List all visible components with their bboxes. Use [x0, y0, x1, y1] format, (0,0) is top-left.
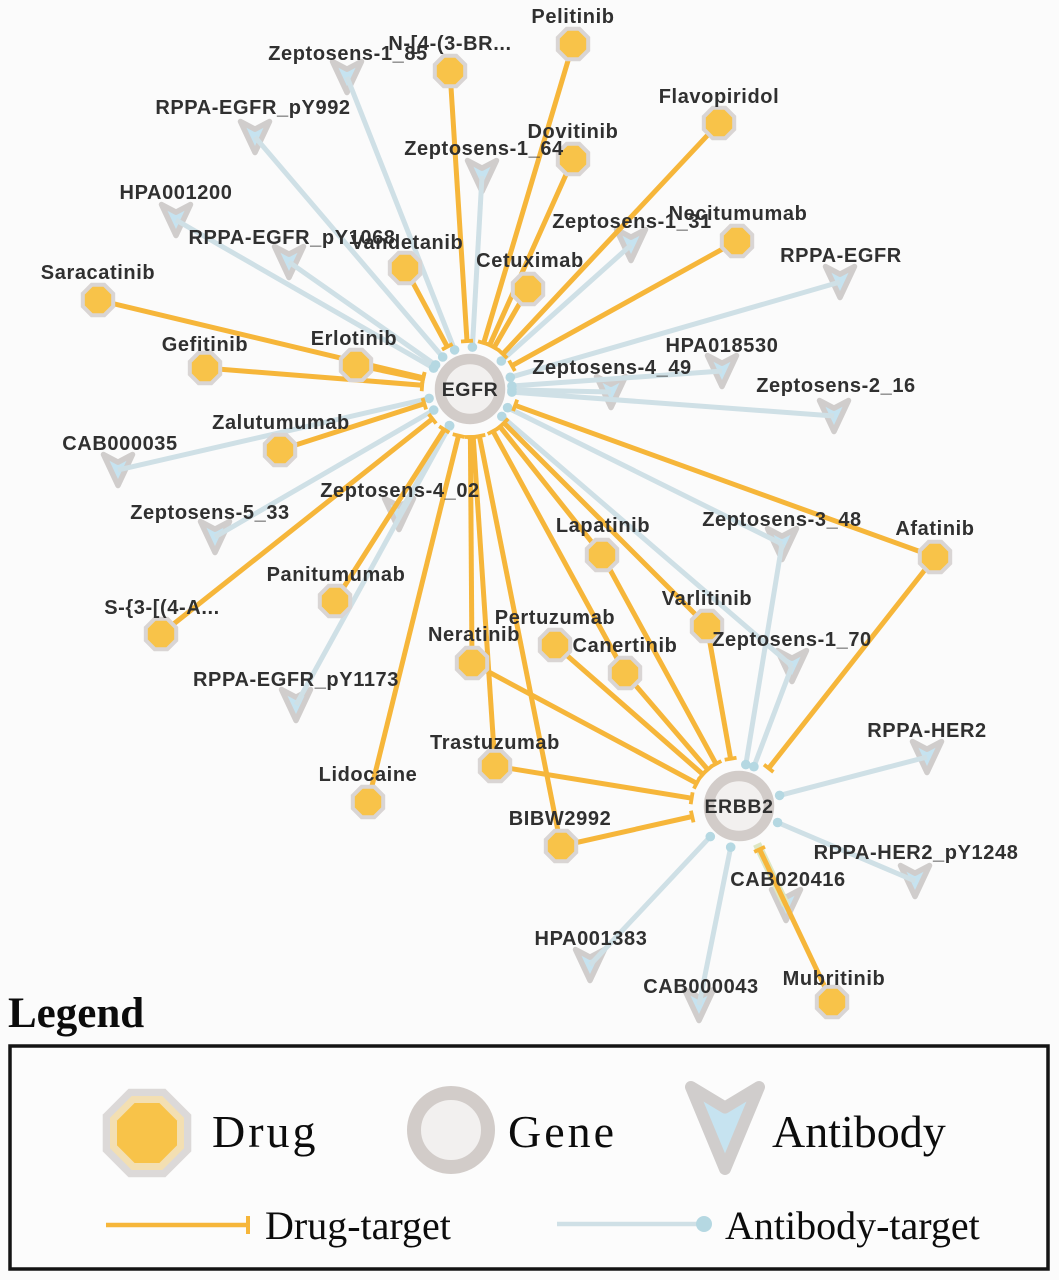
svg-text:CAB000035: CAB000035 — [62, 433, 177, 455]
svg-text:RPPA-EGFR: RPPA-EGFR — [780, 245, 902, 267]
svg-text:Mubritinib: Mubritinib — [783, 968, 886, 990]
svg-text:Saracatinib: Saracatinib — [41, 262, 155, 284]
svg-text:BIBW2992: BIBW2992 — [509, 808, 612, 830]
svg-text:Necitumumab: Necitumumab — [669, 203, 808, 225]
svg-text:Lidocaine: Lidocaine — [319, 764, 418, 786]
svg-text:Zalutumumab: Zalutumumab — [212, 412, 350, 434]
svg-text:HPA001200: HPA001200 — [120, 182, 233, 204]
svg-text:S-{3-[(4-A...: S-{3-[(4-A... — [104, 597, 220, 619]
svg-text:Neratinib: Neratinib — [428, 624, 520, 646]
svg-text:Legend: Legend — [8, 990, 144, 1037]
svg-text:Pertuzumab: Pertuzumab — [495, 607, 615, 629]
svg-text:RPPA-HER2_pY1248: RPPA-HER2_pY1248 — [814, 842, 1019, 864]
svg-text:Zeptosens-1_85: Zeptosens-1_85 — [268, 43, 428, 65]
svg-text:HPA018530: HPA018530 — [666, 335, 779, 357]
svg-text:RPPA-EGFR_pY1173: RPPA-EGFR_pY1173 — [193, 669, 399, 691]
svg-text:CAB000043: CAB000043 — [643, 976, 758, 998]
svg-text:Gene: Gene — [508, 1106, 617, 1157]
svg-text:Zeptosens-1_70: Zeptosens-1_70 — [712, 629, 872, 651]
svg-text:Zeptosens-5_33: Zeptosens-5_33 — [130, 502, 290, 524]
svg-text:Drug: Drug — [212, 1106, 319, 1157]
svg-text:Canertinib: Canertinib — [573, 635, 678, 657]
svg-text:RPPA-EGFR_pY992: RPPA-EGFR_pY992 — [155, 97, 350, 119]
svg-text:Antibody-target: Antibody-target — [725, 1203, 980, 1248]
svg-text:Zeptosens-4_02: Zeptosens-4_02 — [320, 480, 480, 502]
svg-text:Gefitinib: Gefitinib — [162, 334, 249, 356]
svg-text:Panitumumab: Panitumumab — [267, 564, 406, 586]
svg-text:Lapatinib: Lapatinib — [556, 515, 650, 537]
svg-text:Flavopiridol: Flavopiridol — [659, 86, 780, 108]
svg-text:Zeptosens-3_48: Zeptosens-3_48 — [702, 509, 862, 531]
svg-text:Varlitinib: Varlitinib — [662, 588, 752, 610]
svg-text:HPA001383: HPA001383 — [535, 928, 648, 950]
svg-text:Zeptosens-4_49: Zeptosens-4_49 — [532, 357, 692, 379]
svg-text:Pelitinib: Pelitinib — [531, 6, 614, 28]
svg-text:Dovitinib: Dovitinib — [528, 121, 619, 143]
svg-text:Cetuximab: Cetuximab — [476, 250, 584, 272]
svg-text:Antibody: Antibody — [772, 1106, 946, 1157]
svg-text:Erlotinib: Erlotinib — [311, 328, 398, 350]
svg-text:CAB020416: CAB020416 — [730, 869, 845, 891]
svg-text:Zeptosens-1_31: Zeptosens-1_31 — [552, 211, 712, 233]
svg-text:Afatinib: Afatinib — [895, 518, 974, 540]
svg-text:Drug-target: Drug-target — [265, 1203, 451, 1248]
svg-text:Trastuzumab: Trastuzumab — [430, 732, 560, 754]
svg-text:N-[4-(3-BR...: N-[4-(3-BR... — [388, 33, 511, 55]
svg-text:ERBB2: ERBB2 — [704, 796, 773, 818]
svg-text:RPPA-EGFR_pY1068: RPPA-EGFR_pY1068 — [188, 227, 395, 249]
svg-text:EGFR: EGFR — [442, 379, 499, 401]
svg-text:Zeptosens-2_16: Zeptosens-2_16 — [756, 375, 916, 397]
svg-text:Zeptosens-1_64: Zeptosens-1_64 — [404, 138, 564, 160]
svg-text:Vandetanib: Vandetanib — [351, 232, 464, 254]
svg-text:RPPA-HER2: RPPA-HER2 — [867, 720, 987, 742]
